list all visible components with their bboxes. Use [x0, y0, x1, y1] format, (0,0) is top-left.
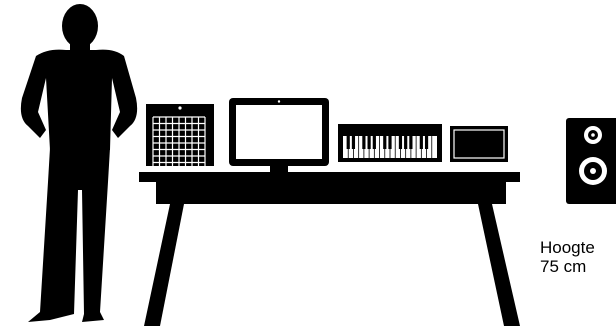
tablet-icon [450, 126, 508, 162]
desk-icon [139, 172, 520, 326]
keyboard-controller-icon [338, 124, 442, 162]
height-caption: Hoogte 75 cm [540, 238, 616, 276]
person-silhouette-icon [21, 4, 137, 322]
drum-pad-controller-icon [146, 104, 214, 169]
height-caption-value: 75 cm [540, 257, 616, 276]
monitor-icon [229, 98, 329, 174]
height-caption-label: Hoogte [540, 238, 616, 257]
speaker-icon [566, 118, 616, 204]
